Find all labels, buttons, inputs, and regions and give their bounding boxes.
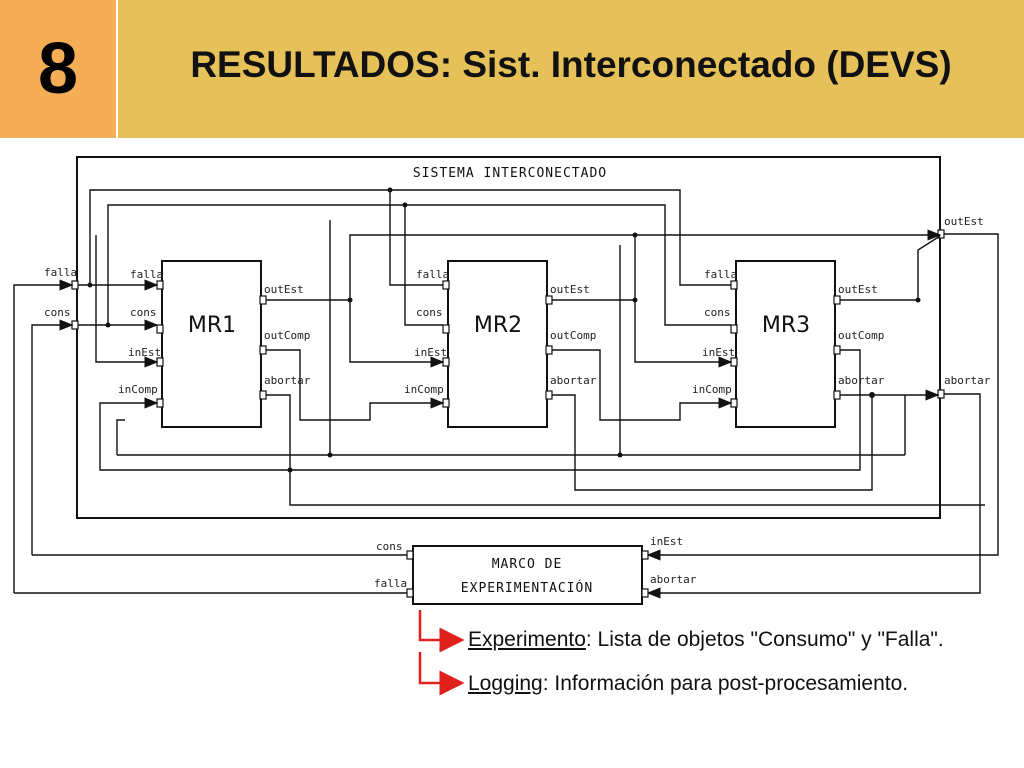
mr1-in-cons: cons (130, 306, 157, 319)
mr2-in-inComp: inComp (404, 383, 444, 396)
mr3-out-outComp: outComp (838, 329, 884, 342)
system-out-abortar: abortar (944, 374, 991, 387)
note-logging: Logging: Información para post-procesami… (468, 672, 908, 696)
red-arrow-experimento (418, 610, 465, 653)
module-mr1 (161, 260, 262, 428)
system-in-falla: falla (44, 266, 77, 279)
mr1-out-outComp: outComp (264, 329, 310, 342)
mr3-in-inComp: inComp (692, 383, 732, 396)
note-text-logging: : Información para post-procesamiento. (542, 672, 909, 695)
mr3-out-abortar: abortar (838, 374, 885, 387)
note-experimento: Experimento: Lista de objetos "Consumo" … (468, 628, 944, 652)
mr3-in-cons: cons (704, 306, 731, 319)
mr2-in-falla: falla (416, 268, 449, 281)
mr2-out-abortar: abortar (550, 374, 597, 387)
mr1-in-inEst: inEst (128, 346, 161, 359)
system-out-outEst: outEst (944, 215, 984, 228)
title-bar: RESULTADOS: Sist. Interconectado (DEVS) (118, 0, 1024, 138)
mr2-out-outEst: outEst (550, 283, 590, 296)
mr2-name: MR2 (474, 313, 522, 338)
frame-in-abortar: abortar (650, 573, 697, 586)
frame-title-line1: MARCO DE (492, 557, 563, 572)
slide-title: RESULTADOS: Sist. Interconectado (DEVS) (190, 44, 952, 85)
mr1-in-falla: falla (130, 268, 163, 281)
red-arrow-logging (418, 652, 465, 696)
note-text-experimento: : Lista de objetos "Consumo" y "Falla". (585, 628, 944, 651)
system-boundary (76, 156, 941, 519)
frame-out-cons: cons (376, 540, 403, 553)
mr1-out-outEst: outEst (264, 283, 304, 296)
experimentation-frame (412, 545, 643, 605)
note-term-experimento: Experimento (468, 628, 586, 651)
mr3-name: MR3 (762, 313, 810, 338)
mr3-in-falla: falla (704, 268, 737, 281)
note-term-logging: Logging (468, 672, 543, 695)
mr1-out-abortar: abortar (264, 374, 311, 387)
mr3-out-outEst: outEst (838, 283, 878, 296)
frame-out-falla: falla (374, 577, 407, 590)
mr1-in-inComp: inComp (118, 383, 158, 396)
module-mr3 (735, 260, 836, 428)
frame-in-inEst: inEst (650, 535, 683, 548)
frame-title-line2: EXPERIMENTACIÓN (461, 580, 593, 596)
mr1-name: MR1 (188, 313, 236, 338)
system-in-cons: cons (44, 306, 71, 319)
mr3-in-inEst: inEst (702, 346, 735, 359)
module-mr2 (447, 260, 548, 428)
mr2-in-cons: cons (416, 306, 443, 319)
mr2-out-outComp: outComp (550, 329, 596, 342)
mr2-in-inEst: inEst (414, 346, 447, 359)
slide-number: 8 (0, 0, 116, 138)
system-title: SISTEMA INTERCONECTADO (413, 166, 607, 181)
